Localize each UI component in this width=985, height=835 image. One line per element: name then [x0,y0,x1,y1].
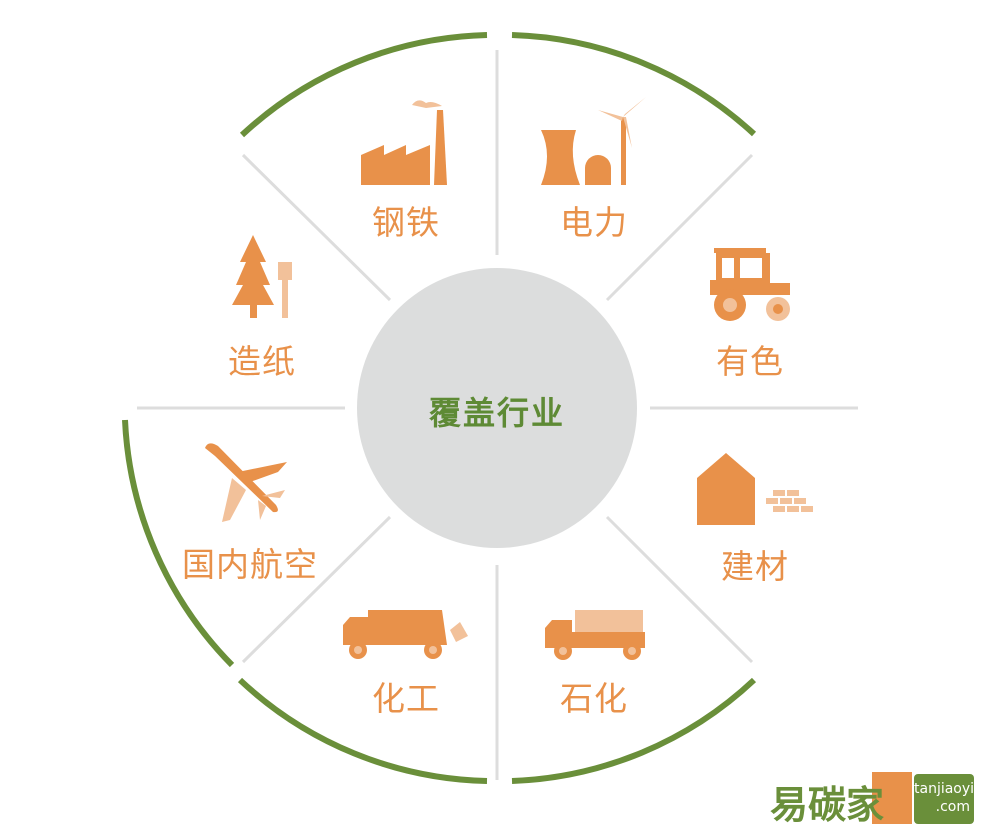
sector-label-petrochemical: 石化 [560,679,628,718]
airplane-icon [205,443,287,522]
sector-label-domestic-aviation: 国内航空 [182,545,318,584]
logo-accent-block [872,772,912,824]
center-title: 覆盖行业 [428,394,566,432]
power-plant-icon [541,97,646,185]
divider-line [241,153,392,302]
sector-label-building-materials: 建材 [721,547,789,586]
sector-label-power: 电力 [560,203,628,242]
logo-site-line2: .com [935,799,970,815]
tree-icon [232,235,292,318]
chemical-truck-icon [343,610,468,659]
sector-label-steel: 钢铁 [372,203,440,242]
divider-line [241,515,392,664]
factory-icon [361,100,447,185]
logo-site-badge: tanjiaoyi .com [914,774,974,824]
tractor-icon [710,248,790,321]
outer-arcs [122,32,757,784]
logo-site-line1: tanjiaoyi [914,781,975,797]
arc [122,419,235,668]
divider-line [605,153,754,302]
arc [511,32,757,137]
tanjiaoyi-logo: 易碳家 tanjiaoyi .com [770,770,975,827]
divider-line [605,515,754,664]
divider-lines [137,50,858,780]
logo-brand: 易碳家 [770,783,885,827]
arc [237,677,488,784]
sector-label-nonferrous: 有色 [716,342,784,381]
arc [239,32,488,138]
sector-label-paper: 造纸 [228,342,296,381]
house-bricks-icon [697,453,813,525]
center-circle [357,268,637,548]
tanker-truck-icon [545,610,645,660]
arc [511,677,757,784]
sector-label-chemical: 化工 [372,679,440,718]
